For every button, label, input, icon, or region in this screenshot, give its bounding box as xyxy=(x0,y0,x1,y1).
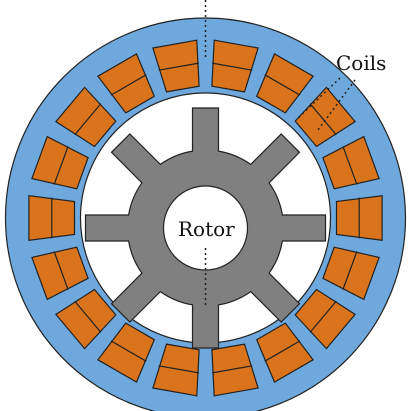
coil-slot xyxy=(55,288,117,350)
rotor-label: Rotor xyxy=(178,217,235,241)
coil-divider xyxy=(342,146,358,185)
coil-slot xyxy=(294,288,356,350)
coil-slot xyxy=(255,53,314,114)
coil-divider xyxy=(264,74,301,96)
coil-slot xyxy=(97,53,156,114)
coils-label: Coils xyxy=(336,51,386,75)
coil-slot xyxy=(255,322,314,383)
coil-slot xyxy=(97,322,156,383)
coil-divider xyxy=(110,74,147,96)
coil-slot xyxy=(322,135,380,190)
coil-divider xyxy=(211,365,253,374)
coil-divider xyxy=(53,146,69,185)
coil-slot xyxy=(211,39,259,93)
coil-slot xyxy=(31,246,89,301)
coil-divider xyxy=(74,103,102,136)
coil-slot xyxy=(211,343,259,397)
coil-divider xyxy=(74,300,102,333)
coil-divider xyxy=(53,251,69,290)
coils-leader-line-2 xyxy=(317,79,356,131)
coil-divider xyxy=(211,62,253,71)
stator-slots xyxy=(28,39,383,397)
coil-divider xyxy=(309,103,337,136)
coil-slot xyxy=(322,246,380,301)
coil-divider xyxy=(309,300,337,333)
coil-slot xyxy=(152,343,200,397)
coil-divider xyxy=(342,251,358,290)
coil-divider xyxy=(158,62,200,71)
coil-slot xyxy=(152,39,200,93)
coil-divider xyxy=(158,365,200,374)
coil-divider xyxy=(110,340,147,362)
coil-divider xyxy=(264,340,301,362)
coil-slot xyxy=(294,86,356,148)
coil-slot xyxy=(31,135,89,190)
coil-slot xyxy=(55,86,117,148)
